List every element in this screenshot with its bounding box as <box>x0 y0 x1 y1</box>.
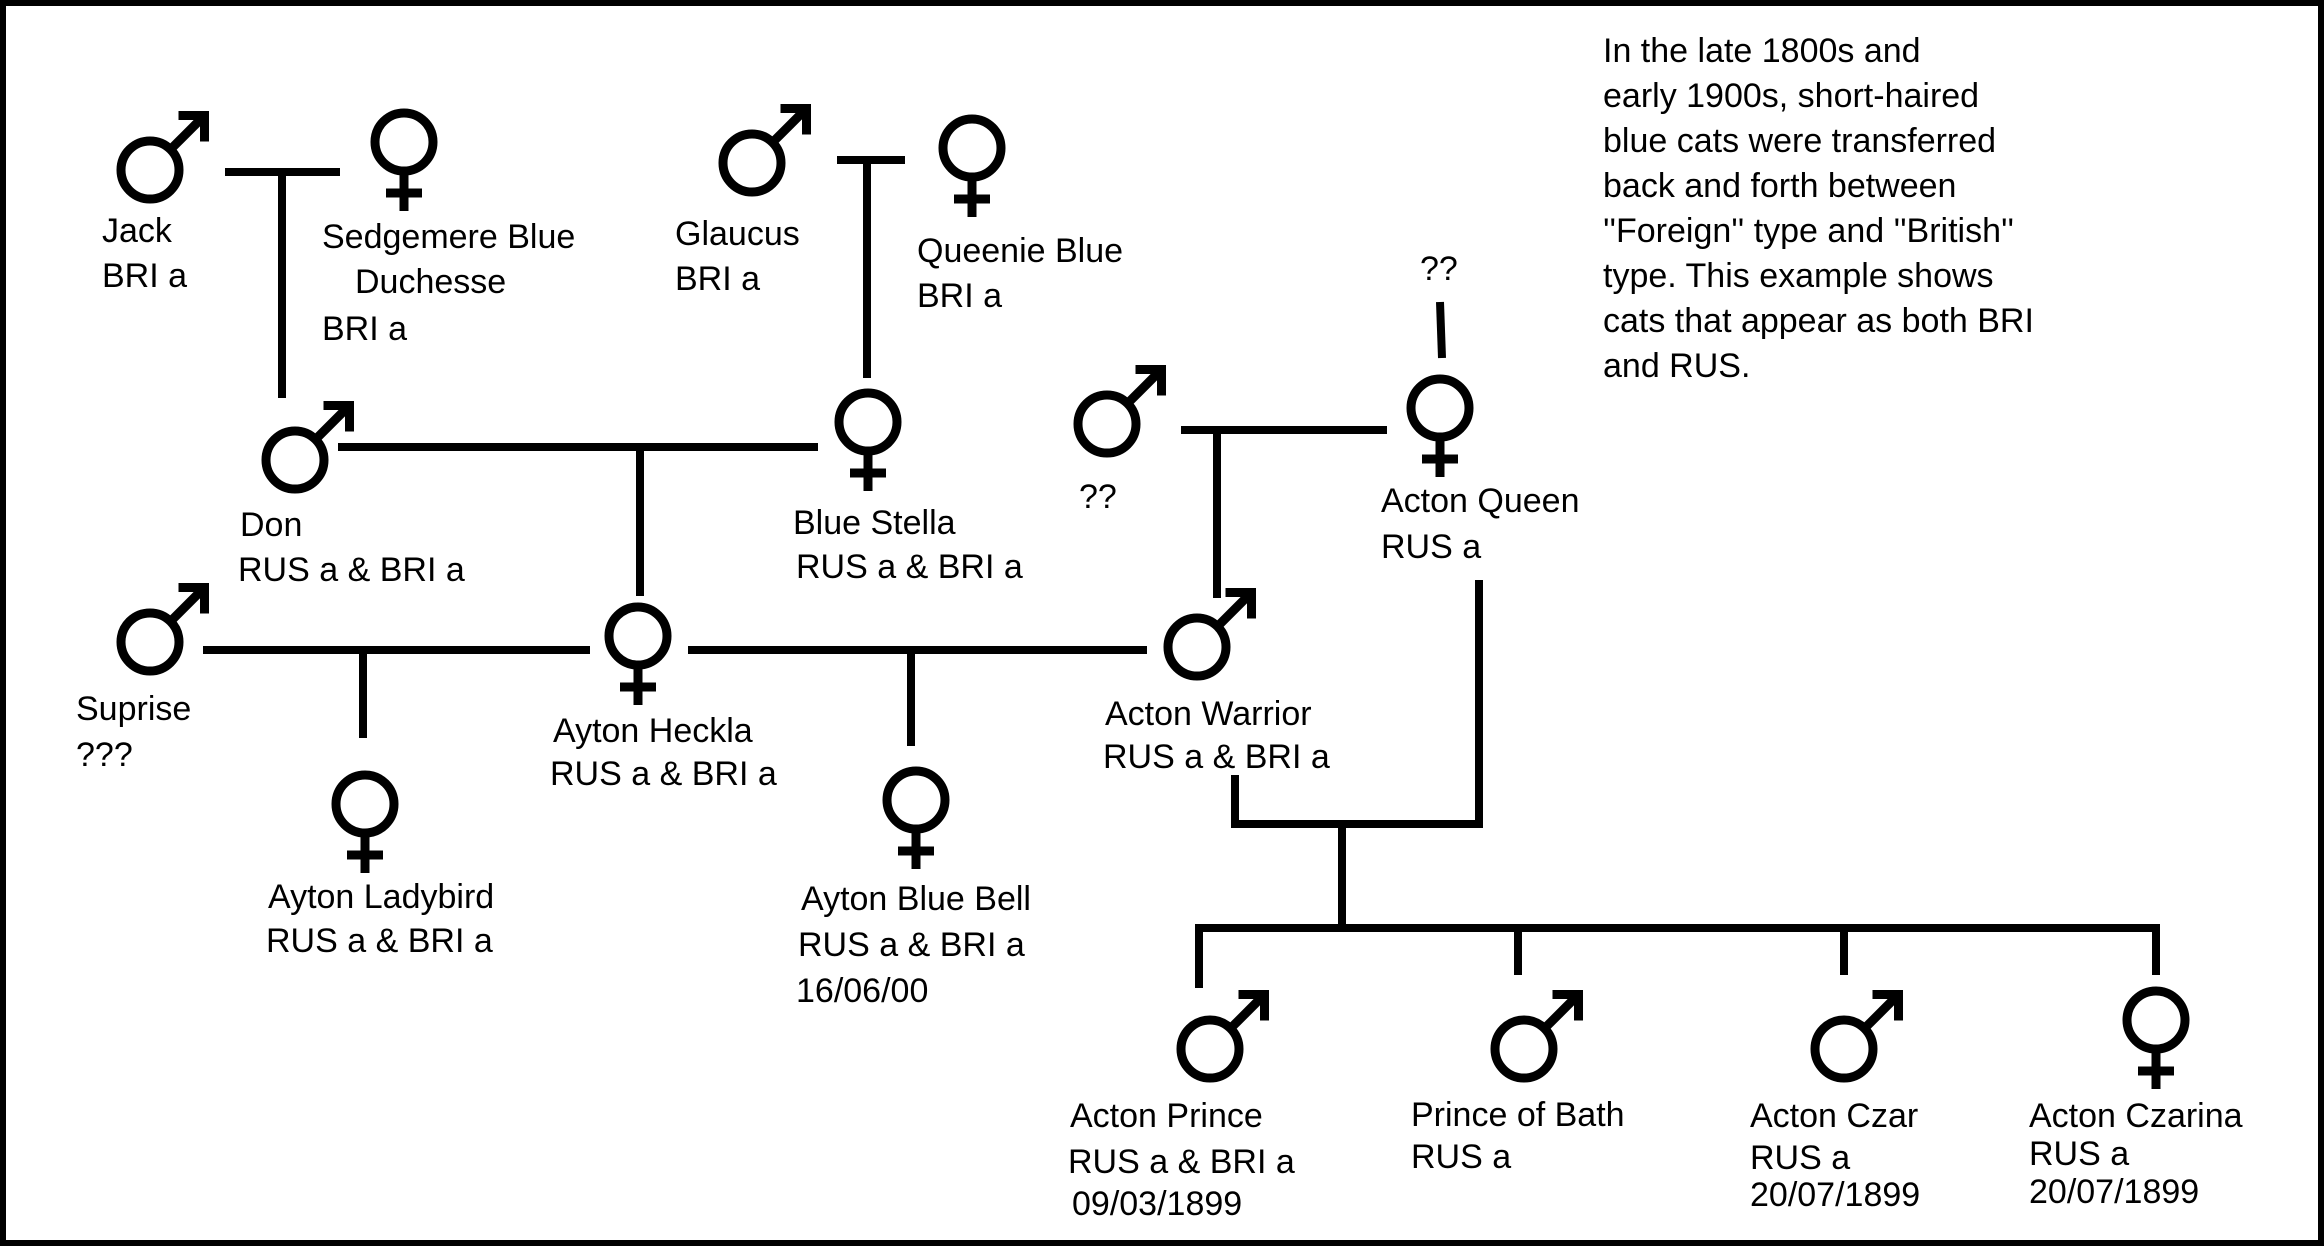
cat-date: 20/07/1899 <box>1750 1176 1920 1214</box>
cat-name: Acton Warrior <box>1105 695 1312 733</box>
cat-label-sedgemere: Sedgemere Blue Duchesse BRI a <box>322 218 575 348</box>
male-symbol-icon <box>1163 587 1257 681</box>
male-symbol-icon <box>1490 989 1584 1083</box>
cat-breed: RUS a & BRI a <box>798 926 1025 964</box>
cat-breed: RUS a & BRI a <box>796 548 1023 586</box>
cat-name: Suprise <box>76 690 191 728</box>
cat-breed: ??? <box>76 736 133 774</box>
cat-labels: Jack BRI a Sedgemere Blue Duchesse BRI a… <box>76 212 2243 1223</box>
male-symbol-icon <box>718 103 812 197</box>
male-symbol-icon <box>116 110 210 204</box>
cat-breed: RUS a <box>1750 1139 1850 1177</box>
cat-breed: RUS a & BRI a <box>266 922 493 960</box>
cat-breed: RUS a & BRI a <box>1103 738 1330 776</box>
cat-label-glaucus: Glaucus BRI a <box>675 215 800 298</box>
cat-breed: RUS a <box>1381 528 1481 566</box>
cat-label-acton-czarina: Acton Czarina RUS a 20/07/1899 <box>2029 1097 2243 1211</box>
female-symbol-icon <box>938 114 1006 217</box>
female-symbol-icon <box>331 770 399 873</box>
cat-label-prince-of-bath: Prince of Bath RUS a <box>1411 1096 1625 1176</box>
cat-name: Prince of Bath <box>1411 1096 1625 1134</box>
explanatory-note: In the late 1800s and early 1900s, short… <box>1603 32 2034 385</box>
note-line: and RUS. <box>1603 347 1750 385</box>
cat-name: ?? <box>1079 478 1117 516</box>
cat-label-acton-prince: Acton Prince RUS a & BRI a 09/03/1899 <box>1068 1097 1295 1223</box>
note-line: type. This example shows <box>1603 257 1994 295</box>
cat-name: Glaucus <box>675 215 800 253</box>
cat-name: Acton Prince <box>1070 1097 1263 1135</box>
cat-breed: BRI a <box>675 260 760 298</box>
cat-label-queenie: Queenie Blue BRI a <box>917 232 1123 315</box>
male-symbol-icon <box>1176 989 1270 1083</box>
female-symbol-icon <box>834 388 902 491</box>
cat-label-blue-stella: Blue Stella RUS a & BRI a <box>793 504 1023 586</box>
female-symbol-icon <box>370 108 438 211</box>
cat-label-ayton-blue-bell: Ayton Blue Bell RUS a & BRI a 16/06/00 <box>796 880 1031 1010</box>
cat-breed: BRI a <box>322 310 407 348</box>
male-symbol-icon <box>261 400 355 494</box>
cat-label-ayton-ladybird: Ayton Ladybird RUS a & BRI a <box>266 878 494 960</box>
cat-name: Jack <box>102 212 173 250</box>
note-line: ''Foreign'' type and ''British'' <box>1603 212 2014 250</box>
male-symbol-icon <box>1073 364 1167 458</box>
cat-label-acton-warrior: Acton Warrior RUS a & BRI a <box>1103 695 1330 776</box>
note-line: back and forth between <box>1603 167 1956 205</box>
cat-name: Acton Queen <box>1381 482 1579 520</box>
cat-breed: BRI a <box>102 257 187 295</box>
cat-name: Queenie Blue <box>917 232 1123 270</box>
note-line: early 1900s, short-haired <box>1603 77 1979 115</box>
cat-name: Acton Czar <box>1750 1097 1918 1135</box>
cat-name: Ayton Ladybird <box>268 878 494 916</box>
cat-name: Sedgemere Blue <box>322 218 575 256</box>
cat-breed: RUS a & BRI a <box>1068 1143 1295 1181</box>
cat-name-cont: Duchesse <box>355 263 506 301</box>
female-symbol-icon <box>2122 986 2190 1089</box>
cat-breed: RUS a <box>1411 1138 1511 1176</box>
cat-breed: RUS a <box>2029 1135 2129 1173</box>
cat-name: Don <box>240 506 302 544</box>
sex-symbols <box>116 103 2190 1089</box>
cat-label-don: Don RUS a & BRI a <box>238 506 465 589</box>
male-symbol-icon <box>116 582 210 676</box>
cat-label-acton-queen: Acton Queen RUS a <box>1381 482 1579 566</box>
cat-label-jack: Jack BRI a <box>102 212 187 295</box>
cat-name: Ayton Heckla <box>553 712 753 750</box>
female-symbol-icon <box>604 602 672 705</box>
connector-unknown-to-acton-queen <box>1436 301 1446 359</box>
female-symbol-icon <box>1406 374 1474 477</box>
cat-name: Blue Stella <box>793 504 956 542</box>
cat-name: Acton Czarina <box>2029 1097 2243 1135</box>
female-symbol-icon <box>882 766 950 869</box>
cat-date: 20/07/1899 <box>2029 1173 2199 1211</box>
cat-date: 16/06/00 <box>796 972 928 1010</box>
cat-breed: RUS a & BRI a <box>238 551 465 589</box>
cat-label-suprise: Suprise ??? <box>76 690 191 774</box>
note-line: blue cats were transferred <box>1603 122 1996 160</box>
cat-label-unknown-male: ?? <box>1079 478 1117 516</box>
cat-date: 09/03/1899 <box>1072 1185 1242 1223</box>
cat-name: ?? <box>1420 250 1458 288</box>
connector-lines <box>203 156 2160 988</box>
cat-label-acton-czar: Acton Czar RUS a 20/07/1899 <box>1750 1097 1920 1214</box>
male-symbol-icon <box>1810 989 1904 1083</box>
cat-breed: RUS a & BRI a <box>550 755 777 793</box>
cat-label-unknown-mother: ?? <box>1420 250 1458 288</box>
cat-breed: BRI a <box>917 277 1002 315</box>
note-line: cats that appear as both BRI <box>1603 302 2034 340</box>
cat-label-ayton-heckla: Ayton Heckla RUS a & BRI a <box>550 712 777 793</box>
cat-name: Ayton Blue Bell <box>801 880 1031 918</box>
note-line: In the late 1800s and <box>1603 32 1921 70</box>
